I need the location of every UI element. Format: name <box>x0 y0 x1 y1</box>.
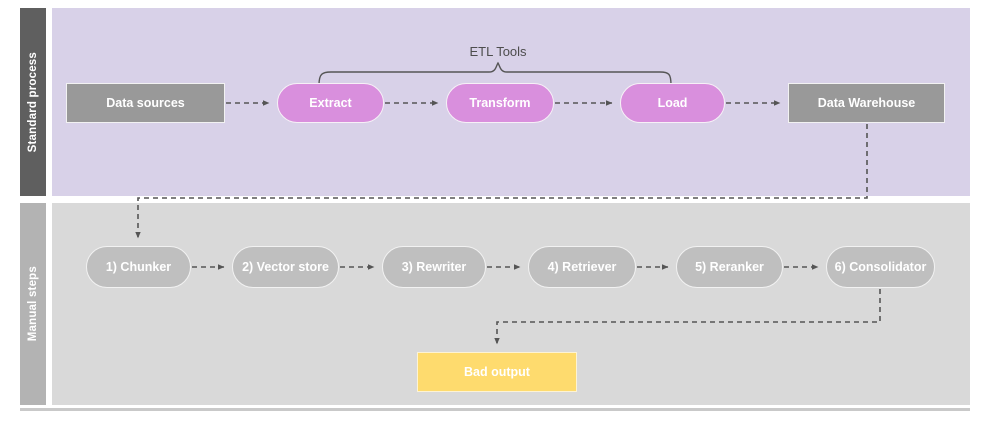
node-chunker-label: 1) Chunker <box>105 259 172 274</box>
node-retriever[interactable]: 4) Retriever <box>528 246 636 288</box>
node-consolidator-label: 6) Consolidator <box>834 259 927 274</box>
node-reranker-label: 5) Reranker <box>695 259 764 274</box>
node-transform-label: Transform <box>469 95 531 110</box>
node-bad-output[interactable]: Bad output <box>417 352 577 392</box>
node-reranker[interactable]: 5) Reranker <box>676 246 783 288</box>
node-data-sources[interactable]: Data sources <box>66 83 225 123</box>
node-vector-store-label: 2) Vector store <box>242 259 329 274</box>
lane-standard-process-label-text: Standard process <box>27 51 39 153</box>
node-consolidator[interactable]: 6) Consolidator <box>826 246 935 288</box>
lane-manual-steps-label-text: Manual steps <box>27 266 39 342</box>
node-data-sources-label: Data sources <box>106 95 185 110</box>
node-load[interactable]: Load <box>620 83 725 123</box>
node-transform[interactable]: Transform <box>446 83 554 123</box>
node-bad-output-label: Bad output <box>464 364 530 379</box>
bottom-divider <box>20 408 970 411</box>
node-data-warehouse[interactable]: Data Warehouse <box>788 83 945 123</box>
node-retriever-label: 4) Retriever <box>547 259 617 274</box>
node-extract-label: Extract <box>309 95 352 110</box>
node-load-label: Load <box>657 95 688 110</box>
node-data-warehouse-label: Data Warehouse <box>817 95 916 110</box>
node-rewriter[interactable]: 3) Rewriter <box>382 246 486 288</box>
lane-manual-steps-label: Manual steps <box>20 203 46 405</box>
node-extract[interactable]: Extract <box>277 83 384 123</box>
etl-tools-label: ETL Tools <box>469 44 527 59</box>
node-rewriter-label: 3) Rewriter <box>401 259 467 274</box>
lane-standard-process-label: Standard process <box>20 8 46 196</box>
node-vector-store[interactable]: 2) Vector store <box>232 246 339 288</box>
node-chunker[interactable]: 1) Chunker <box>86 246 191 288</box>
